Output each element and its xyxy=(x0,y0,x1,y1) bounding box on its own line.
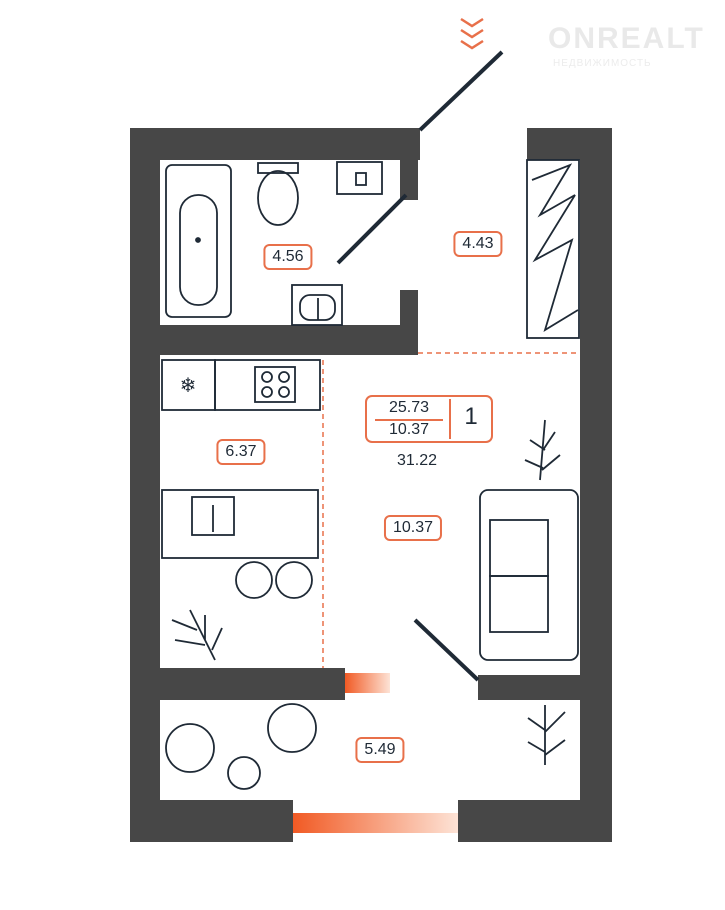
total-area: 25.73 xyxy=(388,399,430,416)
fridge-icon: ❄ xyxy=(161,359,216,411)
apartment-summary: 25.73 10.37 1 xyxy=(365,395,493,443)
svg-text:❄: ❄ xyxy=(180,375,197,397)
area-label-kitchen: 6.37 xyxy=(216,439,266,465)
stool-icon xyxy=(275,561,313,599)
kitchen-island-icon xyxy=(161,489,319,559)
area-with-balcony: 31.22 xyxy=(397,452,438,469)
watermark-subtitle: НЕДВИЖИМОСТЬ xyxy=(553,58,652,69)
living-area: 10.37 xyxy=(375,419,443,439)
walls xyxy=(130,128,612,842)
plant-icon xyxy=(171,419,566,765)
area-label-living: 10.37 xyxy=(383,515,443,541)
stool-icon xyxy=(235,561,273,599)
door-swing xyxy=(336,50,504,682)
watermark-logo: ONREALT xyxy=(548,22,705,55)
washing-machine-icon xyxy=(336,161,383,195)
room-count: 1 xyxy=(464,403,478,430)
stove-icon xyxy=(214,359,321,411)
area-label-bathroom: 4.56 xyxy=(263,244,313,270)
bathtub-icon xyxy=(165,164,232,318)
area-label-balcony: 5.49 xyxy=(355,737,405,763)
entrance-arrow-icon xyxy=(460,17,484,50)
wardrobe-icon xyxy=(526,159,580,339)
area-label-hallway: 4.43 xyxy=(453,231,503,257)
divider xyxy=(449,399,451,439)
table-icon xyxy=(227,756,261,790)
sink-icon xyxy=(291,284,343,326)
zone-divider xyxy=(322,352,580,668)
window-glow xyxy=(293,813,458,833)
window-glow xyxy=(345,673,390,693)
armchair-icon xyxy=(165,703,317,773)
sofa-icon xyxy=(479,489,579,661)
toilet-icon xyxy=(257,162,299,226)
